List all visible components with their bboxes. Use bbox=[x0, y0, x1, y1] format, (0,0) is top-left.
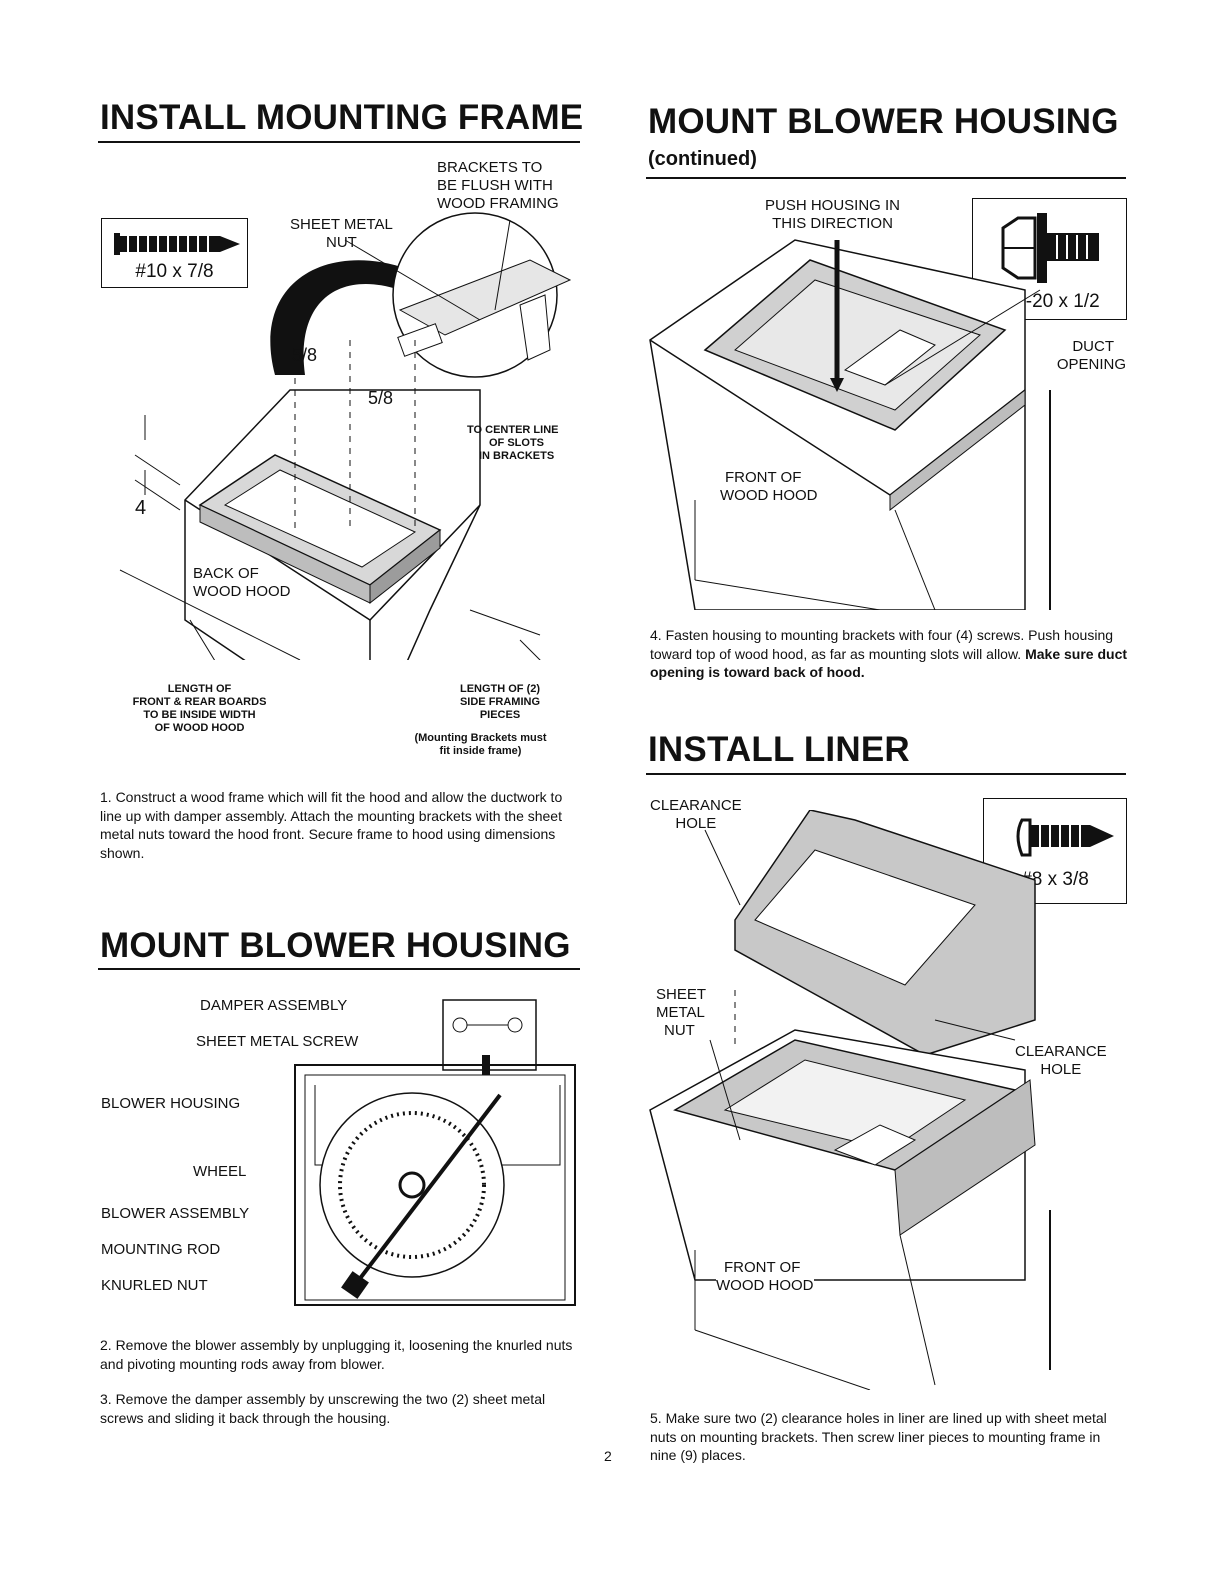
step-4-text: 4. Fasten housing to mounting brackets w… bbox=[650, 627, 1128, 680]
blower-housing-mount-diagram bbox=[649, 239, 1051, 610]
knurled-nut-label: KNURLED NUT bbox=[101, 1277, 208, 1294]
mount-blower-housing-continued-heading: MOUNT BLOWER HOUSING bbox=[648, 102, 1119, 141]
hex-bolt-icon bbox=[1001, 213, 1099, 283]
step-1-text: 1. Construct a wood frame which will fit… bbox=[100, 789, 563, 861]
continued-label: (continued) bbox=[648, 148, 757, 170]
blower-assembly-label: BLOWER ASSEMBLY bbox=[101, 1205, 250, 1222]
step-2-text: 2. Remove the blower assembly by unplugg… bbox=[100, 1337, 573, 1372]
screw-spec-box: #10 x 7/8 bbox=[101, 218, 248, 288]
sheet-metal-screw-label: SHEET METAL SCREW bbox=[196, 1033, 359, 1050]
dimension-four: 4 bbox=[135, 497, 147, 519]
screw-size-label: #10 x 7/8 bbox=[135, 261, 214, 282]
heading-rule bbox=[98, 141, 580, 143]
wheel-label: WHEEL bbox=[193, 1163, 247, 1180]
install-mounting-frame-heading: INSTALL MOUNTING FRAME bbox=[100, 98, 584, 137]
damper-assembly-label: DAMPER ASSEMBLY bbox=[200, 997, 348, 1014]
heading-rule bbox=[98, 968, 580, 970]
step-5-text: 5. Make sure two (2) clearance holes in … bbox=[650, 1410, 1107, 1463]
wood-screw-icon bbox=[114, 233, 240, 255]
mount-blower-housing-heading: MOUNT BLOWER HOUSING bbox=[100, 926, 571, 965]
liner-install-diagram bbox=[649, 810, 1051, 1390]
mounting-frame-diagram bbox=[119, 212, 572, 660]
mounting-rod-label: MOUNTING ROD bbox=[101, 1241, 221, 1258]
step-3-text: 3. Remove the damper assembly by unscrew… bbox=[100, 1391, 546, 1426]
heading-rule bbox=[646, 773, 1126, 775]
small-screw-icon bbox=[1016, 818, 1114, 857]
dimension-five-eighths-a: 5/8 bbox=[292, 345, 318, 365]
blower-housing-diagram bbox=[294, 999, 576, 1306]
liner-screw-size-label: #8 x 3/8 bbox=[1021, 869, 1089, 890]
install-liner-heading: INSTALL LINER bbox=[648, 730, 910, 769]
page-number: 2 bbox=[604, 1448, 612, 1464]
heading-rule bbox=[646, 177, 1126, 179]
dimension-five-eighths-b: 5/8 bbox=[368, 388, 394, 408]
blower-housing-label: BLOWER HOUSING bbox=[101, 1095, 241, 1112]
